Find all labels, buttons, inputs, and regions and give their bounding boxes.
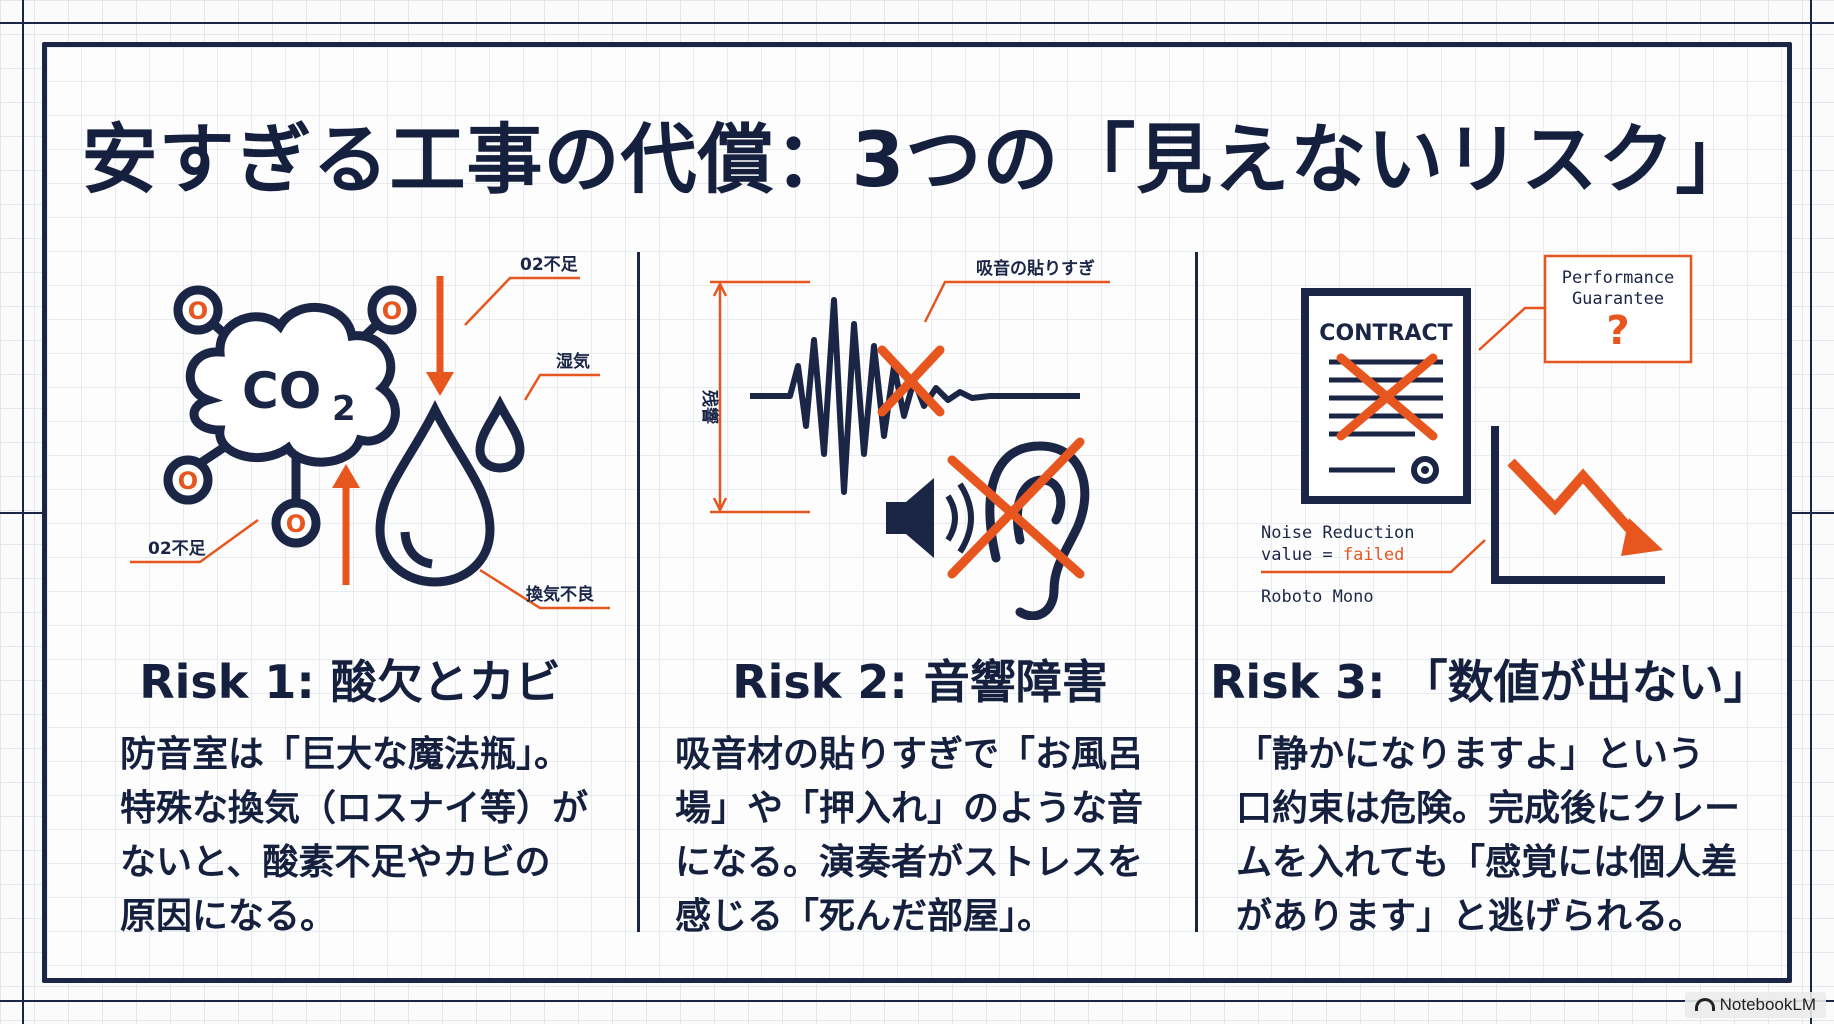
- cross-mark-icon: [1336, 353, 1438, 441]
- body-line: 防音室は「巨大な魔法瓶」。: [120, 734, 571, 775]
- co2-label: CO: [242, 362, 321, 420]
- o-atom-label: O: [178, 467, 198, 495]
- annotation-reverb: 残響: [699, 390, 720, 424]
- body-line: 口約束は危険。完成後にクレー: [1236, 788, 1741, 829]
- declining-chart-icon: [1491, 426, 1665, 584]
- guide-tick: [1792, 512, 1834, 514]
- o-atom-label: O: [286, 510, 306, 538]
- annotation-o2-shortage: 02不足: [148, 539, 206, 559]
- risk1-title: Risk 1: 酸欠とカビ: [139, 655, 561, 709]
- guide-line-top: [0, 22, 1834, 24]
- notebooklm-logo-icon: [1694, 998, 1715, 1011]
- speaker-icon: [886, 478, 974, 558]
- risk2-body: 吸音材の貼りすぎで「お風呂 場」や「押入れ」のような音 になる。演奏者がストレス…: [675, 728, 1143, 944]
- noise-value-failed: failed: [1343, 545, 1404, 565]
- o-atom-label: O: [382, 297, 402, 325]
- guide-line-bottom: [0, 1000, 1834, 1002]
- annotation-too-much-absorber: 吸音の貼りすぎ: [976, 258, 1095, 279]
- font-note: Roboto Mono: [1261, 587, 1374, 607]
- body-line: 場」や「押入れ」のような音: [675, 788, 1144, 829]
- sound-wave-icon: [750, 297, 1080, 495]
- risk3-title: Risk 3: 「数値が出ない」: [1210, 655, 1770, 709]
- contract-label: CONTRACT: [1319, 321, 1452, 346]
- noise-line-2: value = failed: [1261, 545, 1404, 565]
- risk3-body: 「静かになりますよ」という 口約束は危険。完成後にクレー ムを入れても「感覚には…: [1236, 728, 1740, 944]
- risk2-title: Risk 2: 音響障害: [732, 655, 1108, 709]
- co2-subscript: 2: [332, 389, 356, 429]
- watermark-label: NotebookLM: [1719, 995, 1816, 1014]
- body-line: 原因になる。: [120, 896, 337, 937]
- arrow-down-icon: [426, 276, 454, 396]
- o-atom-label: O: [188, 297, 208, 325]
- noise-line-1: Noise Reduction: [1261, 523, 1415, 543]
- risk1-illustration: O O O O CO 2 02不足 湿気 02不足 換気不良: [130, 255, 610, 610]
- body-line: になる。演奏者がストレスを: [675, 842, 1144, 883]
- body-line: ないと、酸素不足やカビの: [120, 842, 551, 883]
- noise-value-prefix: value =: [1261, 545, 1343, 565]
- body-line: 「静かになりますよ」という: [1236, 734, 1705, 775]
- guarantee-line-2: Guarantee: [1572, 289, 1664, 309]
- body-line: ムを入れても「感覚には個人差: [1236, 842, 1738, 883]
- annotation-bad-ventilation: 換気不良: [526, 584, 594, 605]
- page-title: 安すぎる工事の代償：3つの「見えないリスク」: [81, 115, 1753, 204]
- risk2-illustration: 残響 吸音の貼りすぎ: [699, 258, 1110, 620]
- risk3-illustration: CONTRACT Performance Guarantee ? Noise R…: [1261, 254, 1693, 607]
- water-drop-icon: [375, 395, 525, 587]
- guarantee-line-1: Performance: [1562, 268, 1675, 288]
- body-line: 吸音材の貼りすぎで「お風呂: [675, 734, 1144, 775]
- question-mark: ?: [1606, 308, 1629, 354]
- annotation-humidity: 湿気: [556, 351, 590, 372]
- annotation-o2-shortage: 02不足: [520, 255, 578, 275]
- body-line: 特殊な換気（ロスナイ等）が: [120, 788, 589, 829]
- risk1-body: 防音室は「巨大な魔法瓶」。 特殊な換気（ロスナイ等）が ないと、酸素不足やカビの…: [120, 728, 588, 944]
- guide-tick: [0, 512, 42, 514]
- column-divider: [1195, 252, 1198, 932]
- column-divider: [637, 252, 640, 932]
- notebooklm-watermark: NotebookLM: [1684, 992, 1826, 1018]
- body-line: があります」と逃げられる。: [1236, 896, 1705, 937]
- body-line: 感じる「死んだ部屋」。: [675, 896, 1054, 937]
- arrow-up-icon: [332, 464, 360, 585]
- cross-mark-icon: [877, 345, 1085, 579]
- co2-molecule-icon: [163, 285, 417, 548]
